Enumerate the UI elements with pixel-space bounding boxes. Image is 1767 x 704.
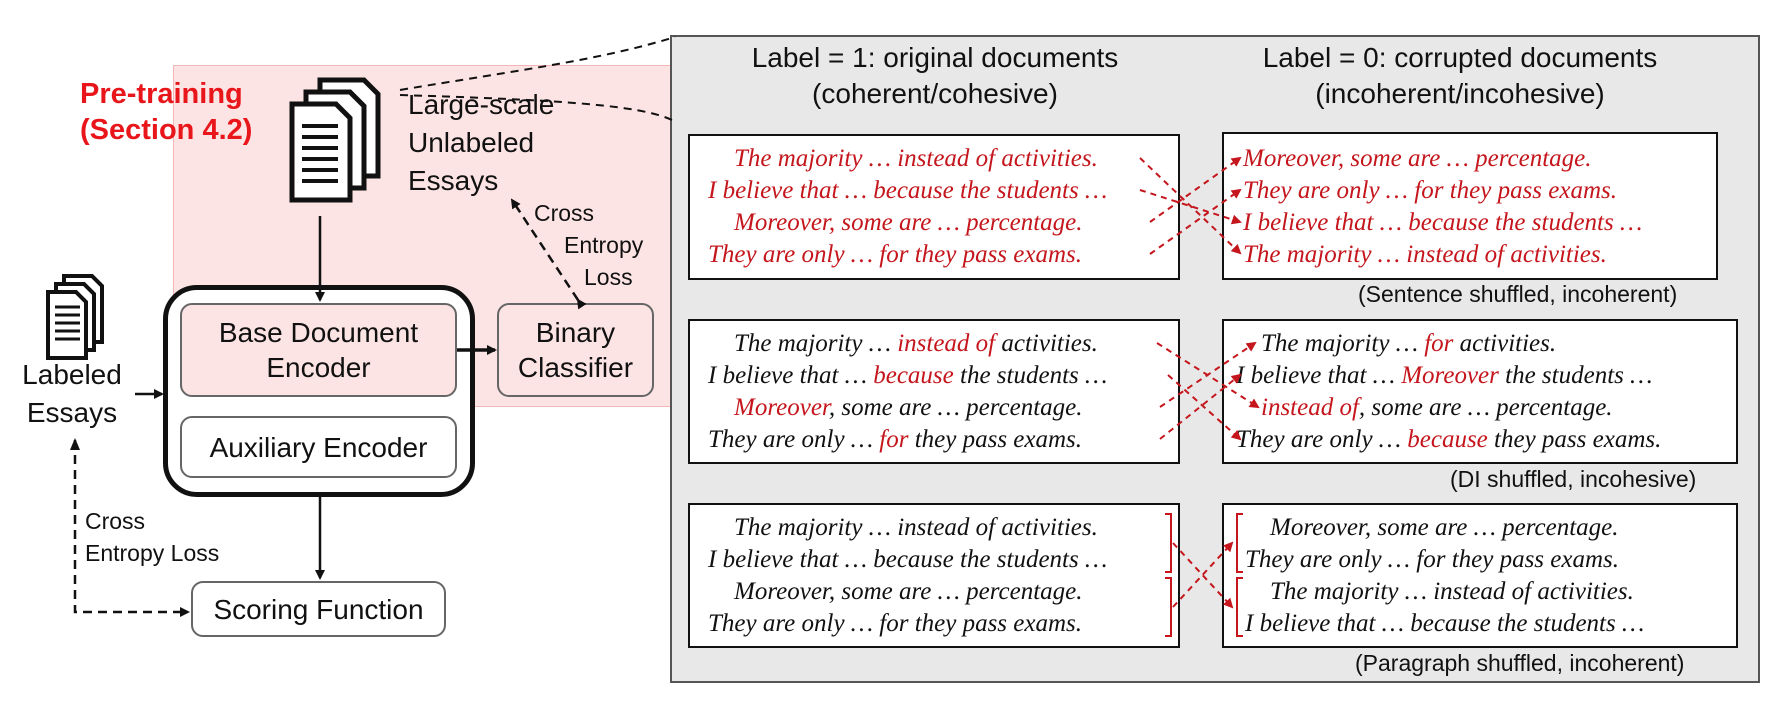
left-header-line1: Label = 1: original documents [751, 42, 1119, 73]
base-encoder-label-line1: Base Document [218, 317, 419, 348]
binary-label-line2: Classifier [517, 352, 634, 383]
di-left-line: I believe that … because the students … [708, 362, 1108, 389]
labeled-line1: Labeled [22, 359, 122, 390]
left-header: Label = 1: original documents (coherent/… [700, 40, 1170, 113]
pretraining-title-line1: Pre-training [80, 78, 243, 110]
di-caption: (DI shuffled, incohesive) [1450, 466, 1697, 492]
unlabeled-essays-label: Large-scale Unlabeled Essays [408, 86, 554, 200]
paragraph-right-line: I believe that … because the students … [1245, 610, 1645, 637]
labeled-essays-label: Labeled Essays [12, 356, 132, 432]
cross-entropy-bottom-line1: Cross [85, 508, 146, 534]
binary-classifier: Binary Classifier [497, 303, 654, 397]
unlabeled-line3: Essays [408, 165, 499, 196]
binary-label-line1: Binary [535, 317, 616, 348]
base-document-encoder: Base Document Encoder [180, 303, 457, 397]
sentence-caption: (Sentence shuffled, incoherent) [1358, 281, 1678, 307]
di-right-line: I believe that … Moreover the students … [1236, 362, 1653, 389]
cross-entropy-bottom-arrow [73, 440, 190, 617]
sentence-original-box [688, 134, 1180, 280]
sentence-left-line: I believe that … because the students … [708, 177, 1108, 204]
document-stack-icon [289, 77, 381, 203]
paragraph-right-line: They are only … for they pass exams. [1245, 546, 1620, 573]
paragraph-left-line: They are only … for they pass exams. [708, 610, 1083, 637]
scoring-function-label: Scoring Function [213, 593, 424, 625]
sentence-corrupted-box [1222, 132, 1718, 280]
di-original-box [688, 319, 1180, 464]
pretraining-title: Pre-training (Section 4.2) [80, 76, 252, 149]
di-left-line: Moreover, some are … percentage. [734, 394, 1083, 421]
sentence-right-line: They are only … for they pass exams. [1243, 177, 1618, 204]
right-header-line1: Label = 0: corrupted documents [1262, 42, 1658, 73]
auxiliary-encoder-label: Auxiliary Encoder [209, 431, 428, 463]
di-left-line: The majority … instead of activities. [734, 330, 1098, 357]
sentence-right-line: I believe that … because the students … [1243, 209, 1643, 236]
paragraph-left-line: Moreover, some are … percentage. [734, 578, 1083, 605]
sentence-left-line: They are only … for they pass exams. [708, 241, 1083, 268]
pretraining-title-line2: (Section 4.2) [80, 114, 253, 147]
sentence-left-line: The majority … instead of activities. [734, 145, 1098, 172]
right-header-line2: (incoherent/incohesive) [1315, 78, 1605, 110]
labeled-line2: Essays [26, 397, 118, 428]
paragraph-original-box [688, 503, 1180, 648]
paragraph-shuffle-arrows [1172, 541, 1234, 609]
auxiliary-encoder: Auxiliary Encoder [180, 416, 457, 478]
sentence-shuffle-arrows [1139, 156, 1242, 255]
scoring-function: Scoring Function [191, 581, 446, 637]
di-corrupted-box [1222, 319, 1738, 464]
unlabeled-line1: Large-scale [408, 89, 555, 120]
paragraph-right-line: The majority … instead of activities. [1270, 578, 1634, 605]
document-stack-icon [46, 274, 104, 360]
di-right-line: They are only … because they pass exams. [1236, 426, 1662, 453]
cross-entropy-bottom-line2: Entropy Loss [85, 540, 220, 566]
cross-entropy-top-arrow [510, 198, 587, 310]
paragraph-right-line: Moreover, some are … percentage. [1270, 514, 1619, 541]
cross-entropy-top-line3: Loss [584, 264, 633, 290]
paragraph-corrupted-box [1222, 503, 1738, 648]
unlabeled-line2: Unlabeled [408, 127, 535, 158]
cross-entropy-bottom-label: Cross Entropy Loss [85, 505, 219, 569]
sentence-right-line: Moreover, some are … percentage. [1243, 145, 1592, 172]
paragraph-left-line: The majority … instead of activities. [734, 514, 1098, 541]
di-left-line: They are only … for they pass exams. [708, 426, 1083, 453]
paragraph-left-line: I believe that … because the students … [708, 546, 1108, 573]
di-shuffle-arrows [1156, 341, 1260, 441]
paragraph-caption: (Paragraph shuffled, incoherent) [1355, 650, 1685, 676]
left-header-line2: (coherent/cohesive) [812, 78, 1058, 110]
di-right-line: instead of, some are … percentage. [1261, 394, 1613, 421]
sentence-right-line: The majority … instead of activities. [1243, 241, 1607, 268]
di-right-line: The majority … for activities. [1261, 330, 1557, 357]
base-encoder-label-line2: Encoder [266, 352, 371, 383]
paragraph-brackets [1165, 513, 1243, 637]
sentence-left-line: Moreover, some are … percentage. [734, 209, 1083, 236]
right-header: Label = 0: corrupted documents (incohere… [1225, 40, 1695, 113]
callout-top-line [399, 36, 676, 91]
callout-bottom-line [399, 94, 673, 121]
